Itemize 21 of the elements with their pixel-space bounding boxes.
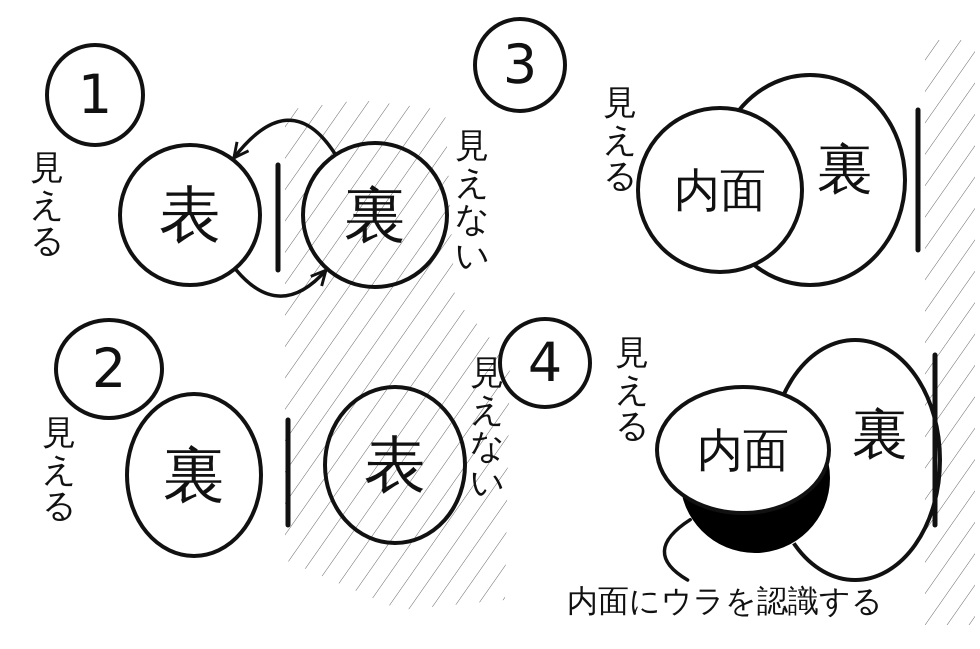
- kanji-label: 内面: [697, 427, 789, 473]
- kanji-label: 裏: [163, 444, 225, 506]
- kanji-label: 裏: [344, 184, 406, 246]
- vertical-text: 見える: [42, 415, 76, 526]
- kanji-label: 裏: [817, 142, 873, 198]
- leader-line: [662, 518, 692, 582]
- kanji-label: 内面: [674, 167, 766, 213]
- arrow: [234, 268, 328, 298]
- vertical-text: 見える: [603, 85, 637, 196]
- vertical-text: 見えない: [455, 128, 489, 275]
- arrow: [232, 118, 336, 160]
- number-label: 2: [92, 342, 126, 396]
- number-label: 1: [78, 68, 112, 122]
- number-label: 3: [502, 38, 538, 92]
- kanji-label: 裏: [852, 407, 908, 463]
- vertical-text: 見える: [615, 335, 649, 446]
- kanji-label: 表: [159, 184, 221, 246]
- number-label: 4: [528, 336, 562, 390]
- kanji-label: 表: [364, 434, 426, 496]
- vertical-text: 見える: [30, 150, 64, 260]
- note-text: 内面にウラを認識する: [567, 586, 883, 618]
